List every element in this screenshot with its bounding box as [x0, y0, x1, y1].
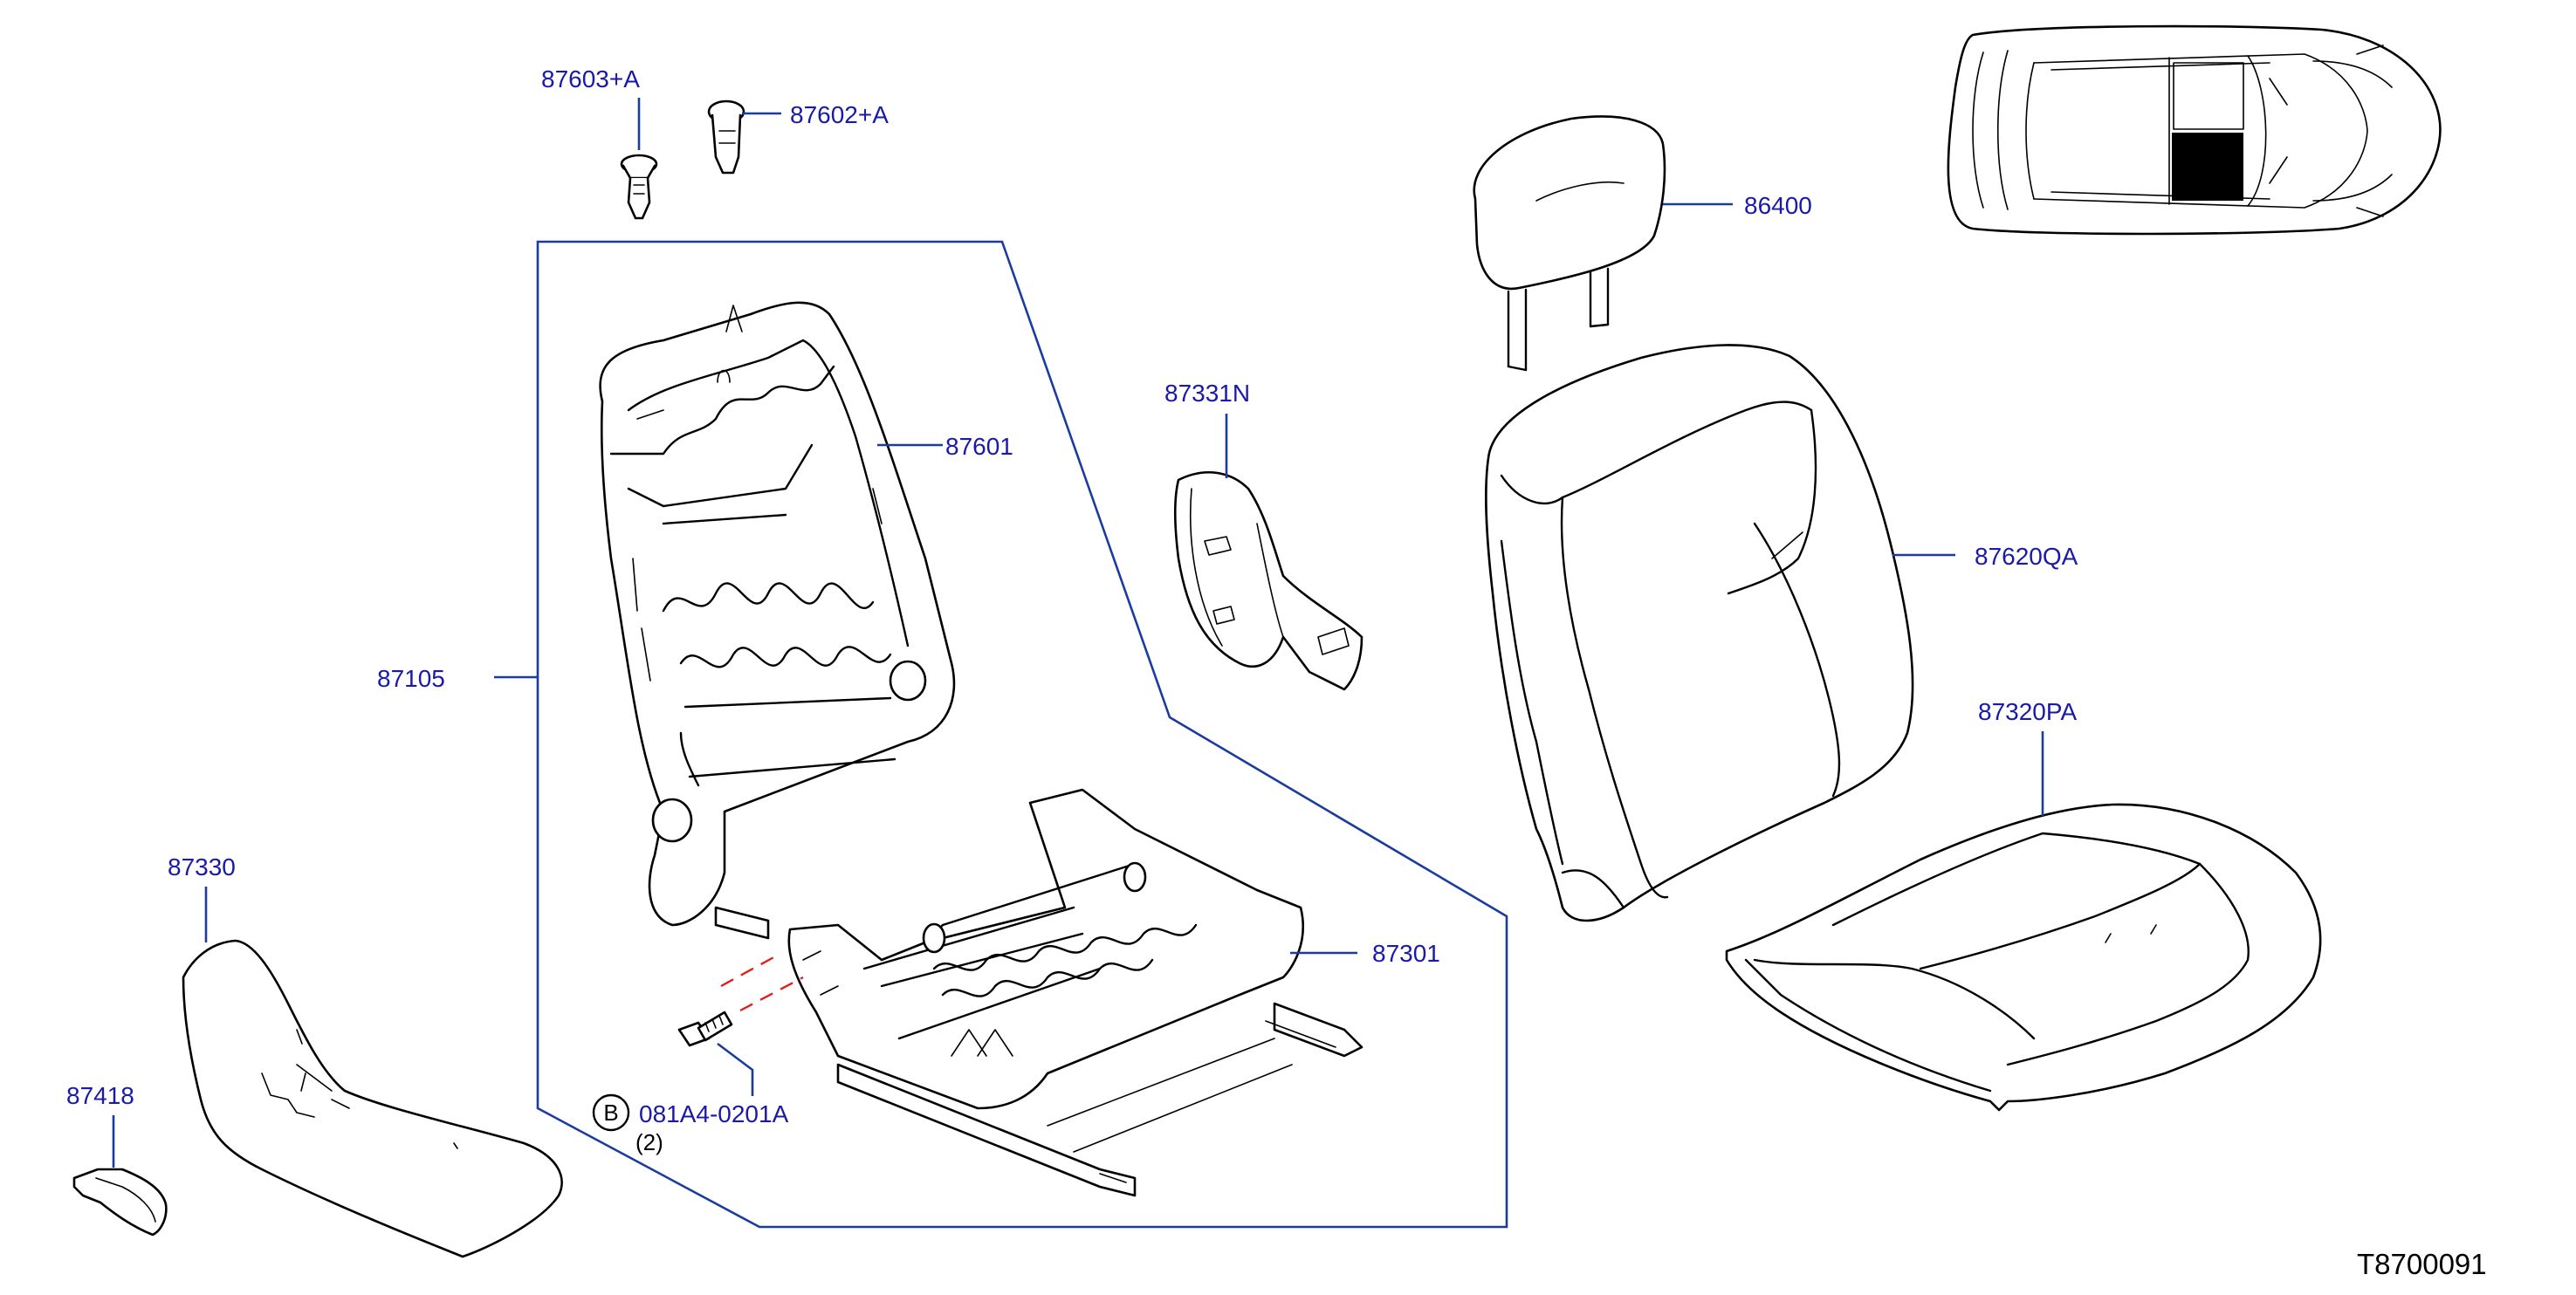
- label-87603: 87603+A: [541, 65, 640, 92]
- label-081a4: 081A4-0201A: [639, 1100, 789, 1127]
- part-87330-side-cover: [182, 939, 563, 1258]
- label-87602: 87602+A: [790, 101, 889, 128]
- label-87620qa: 87620QA: [1975, 543, 2078, 570]
- bolt-guide-dashes: [720, 954, 804, 1012]
- bolt-quantity: (2): [635, 1129, 663, 1155]
- part-87331n-side-trim: [1173, 470, 1364, 691]
- part-081a4-bolt: [677, 1011, 733, 1047]
- label-87301: 87301: [1372, 940, 1440, 967]
- label-87331n: 87331N: [1164, 380, 1250, 407]
- bolt-marker-b: B: [592, 1093, 630, 1132]
- part-87601-seat-back-frame: [599, 301, 956, 940]
- label-87105: 87105: [377, 665, 445, 692]
- label-87418: 87418: [66, 1082, 134, 1109]
- diagram-code: T8700091: [2357, 1248, 2487, 1280]
- assembly-87105-outline: [536, 240, 1508, 1229]
- part-86400-headrest: [1473, 115, 1666, 372]
- part-87603-clip: [620, 154, 658, 220]
- label-87320pa: 87320PA: [1978, 698, 2077, 725]
- part-87602-clip: [707, 99, 745, 175]
- part-87418-recliner-knob: [72, 1168, 168, 1237]
- svg-text:B: B: [603, 1100, 618, 1126]
- vehicle-locator-icon: [1947, 24, 2442, 236]
- label-87601: 87601: [945, 433, 1013, 460]
- label-87330: 87330: [168, 853, 236, 880]
- part-87620qa-seat-back-cover: [1484, 344, 1914, 922]
- part-87301-seat-cushion-frame: [787, 788, 1364, 1197]
- part-87320pa-seat-cushion-cover: [1725, 803, 2322, 1112]
- label-86400: 86400: [1744, 192, 1812, 219]
- seat-location-marker: [2172, 133, 2243, 201]
